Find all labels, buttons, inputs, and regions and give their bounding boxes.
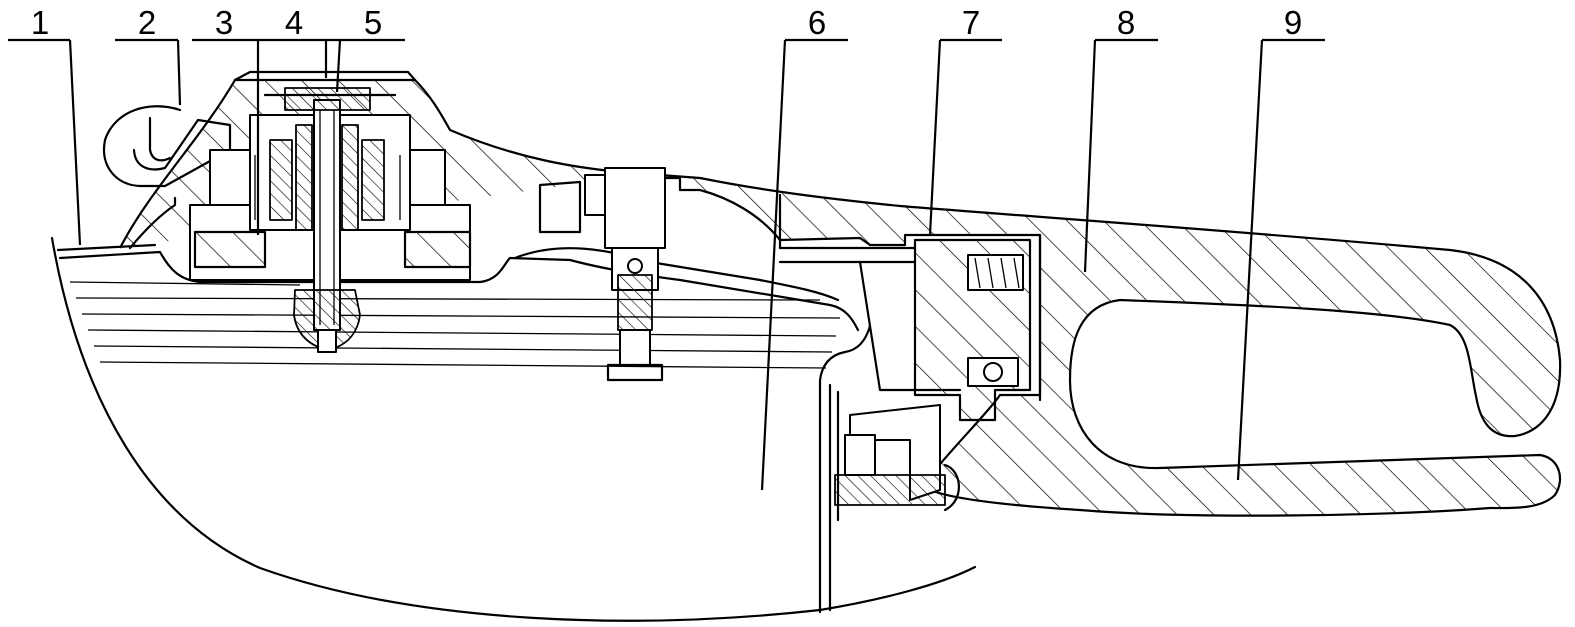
leader-pointer-5 [335, 39, 342, 93]
callout-8: 8 [1117, 4, 1135, 41]
leader-pointer-6 [760, 39, 787, 491]
leader-pointer-7 [928, 39, 942, 236]
callout-5: 5 [364, 4, 382, 41]
lower-bracket [834, 404, 960, 512]
callout-1: 1 [31, 4, 49, 41]
handle-grip [778, 193, 1042, 402]
callout-4: 4 [285, 4, 303, 41]
handle-shell [119, 70, 1562, 517]
pot-body [50, 236, 977, 622]
lock-slider [778, 238, 1032, 422]
left-hook [102, 105, 232, 188]
leader-pointer-8 [1083, 39, 1097, 273]
callout-7: 7 [962, 4, 980, 41]
callout-labels: 1 2 3 4 5 6 7 8 9 [31, 4, 1302, 41]
callout-3: 3 [215, 4, 233, 41]
callout-9: 9 [1284, 4, 1302, 41]
callout-2: 2 [138, 4, 156, 41]
center-valve [538, 167, 666, 382]
leader-pointer-9 [1236, 39, 1264, 481]
callout-leaders [8, 38, 1325, 491]
callout-6: 6 [808, 4, 826, 41]
leader-pointer-1 [68, 39, 82, 246]
leader-pointer-2 [176, 39, 182, 106]
valve-assembly [189, 87, 472, 353]
